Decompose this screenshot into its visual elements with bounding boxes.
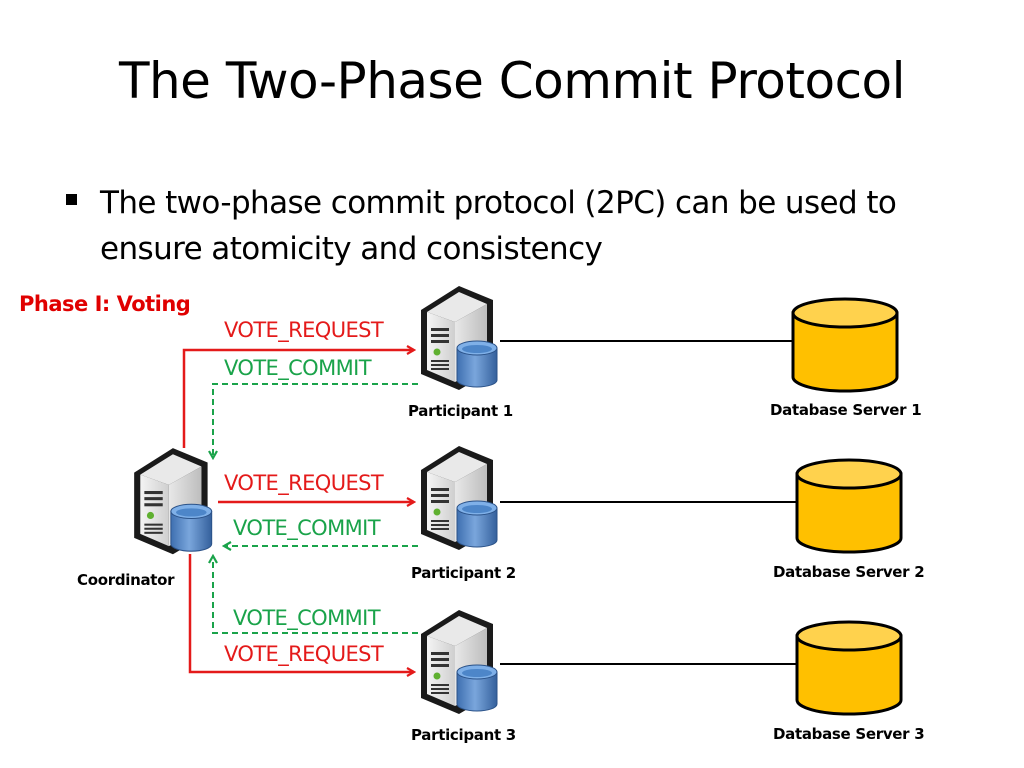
coordinator-server-icon [133,447,213,555]
bullet-line-2: ensure atomicity and consistency [100,231,603,267]
coordinator-label: Coordinator [77,571,175,589]
database-server-1-icon [791,297,899,393]
database-server-1-label: Database Server 1 [770,401,922,419]
vote-request-arrow-3 [188,554,414,672]
participant-2-server-icon [420,445,498,551]
slide-title: The Two-Phase Commit Protocol [118,52,906,110]
vote-commit-label-3: VOTE_COMMIT [233,606,381,630]
database-server-2-label: Database Server 2 [773,563,925,581]
square-bullet-icon [66,194,77,205]
participant-2-label: Participant 2 [411,564,516,582]
bullet-line-1: The two-phase commit protocol (2PC) can … [100,185,897,221]
database-server-3-icon [795,620,903,716]
vote-commit-label-1: VOTE_COMMIT [224,356,372,380]
participant-3-server-icon [420,609,498,715]
phase-label: Phase I: Voting [19,292,191,316]
participant-1-server-icon [420,285,498,391]
participant-1-label: Participant 1 [408,402,513,420]
database-server-2-icon [795,458,903,554]
vote-commit-arrow-1 [213,383,418,458]
vote-request-label-3: VOTE_REQUEST [224,642,384,666]
vote-commit-arrow-3 [213,556,418,634]
participant-3-label: Participant 3 [411,726,516,744]
vote-request-arrow-1 [182,350,414,448]
database-server-3-label: Database Server 3 [773,725,925,743]
bullet-text: The two-phase commit protocol (2PC) can … [100,180,897,272]
vote-request-label-2: VOTE_REQUEST [224,471,384,495]
vote-request-label-1: VOTE_REQUEST [224,318,384,342]
vote-commit-label-2: VOTE_COMMIT [233,516,381,540]
